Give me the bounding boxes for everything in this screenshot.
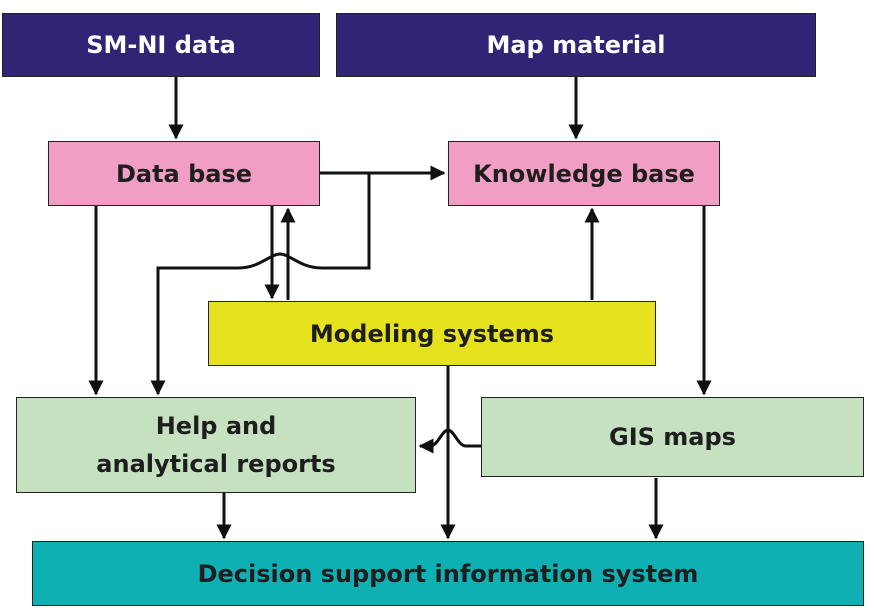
arrow-branch-to-help-reports xyxy=(150,173,371,396)
data-base-node: Data base xyxy=(48,141,320,206)
dsis-node: Decision support information system xyxy=(32,541,864,606)
modeling-systems-label: Modeling systems xyxy=(309,319,555,348)
smni-data-node: SM-NI data xyxy=(2,13,320,77)
map-material-node: Map material xyxy=(336,13,816,77)
map-material-label: Map material xyxy=(486,31,666,59)
data-base-label: Data base xyxy=(115,159,253,188)
knowledge-base-node: Knowledge base xyxy=(448,141,720,206)
gis-maps-label: GIS maps xyxy=(609,423,736,451)
smni-data-label: SM-NI data xyxy=(86,31,236,59)
knowledge-base-label: Knowledge base xyxy=(473,159,695,188)
dsis-label: Decision support information system xyxy=(197,559,699,588)
help-reports-node: Help and analytical reports xyxy=(16,397,416,493)
gis-maps-node: GIS maps xyxy=(481,397,864,477)
modeling-systems-node: Modeling systems xyxy=(208,301,656,366)
help-reports-label: Help and analytical reports xyxy=(96,412,336,478)
arrow-gis-to-help-reports xyxy=(418,428,481,454)
